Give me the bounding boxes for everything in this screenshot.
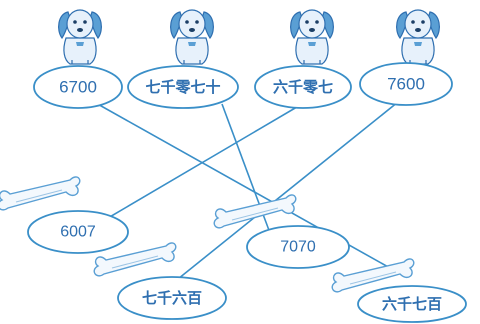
top-label-3[interactable]: 六千零七: [254, 65, 352, 109]
top-label-text-2: 七千零七十: [145, 78, 220, 96]
bottom-label-text-1: 6007: [60, 224, 96, 241]
bone-icon-2: [213, 194, 297, 229]
top-label-text-1: 6700: [59, 78, 97, 97]
top-label-4[interactable]: 7600: [359, 62, 453, 106]
bottom-label-text-3: 七千六百: [142, 289, 202, 307]
line-liuqianlingqi-to-6007: [107, 103, 303, 219]
bottom-label-1[interactable]: 6007: [27, 210, 129, 254]
top-label-text-4: 7600: [387, 75, 425, 94]
bone-icon-1: [0, 176, 81, 211]
dog-icon-1: [58, 9, 102, 65]
top-label-2[interactable]: 七千零七十: [127, 65, 239, 109]
top-label-text-3: 六千零七: [273, 78, 333, 96]
top-label-1[interactable]: 6700: [33, 65, 123, 109]
bottom-label-text-2: 7070: [280, 239, 316, 256]
bottom-label-2[interactable]: 7070: [246, 225, 350, 269]
line-7600-to-qiqianliubai: [167, 101, 399, 288]
dog-icon-2: [170, 9, 214, 65]
dog-icon-4: [396, 9, 440, 65]
bottom-label-text-4: 六千七百: [382, 295, 442, 313]
dog-icon-3: [290, 9, 334, 65]
bottom-label-4[interactable]: 六千七百: [357, 285, 467, 323]
bottom-label-3[interactable]: 七千六百: [117, 276, 227, 320]
